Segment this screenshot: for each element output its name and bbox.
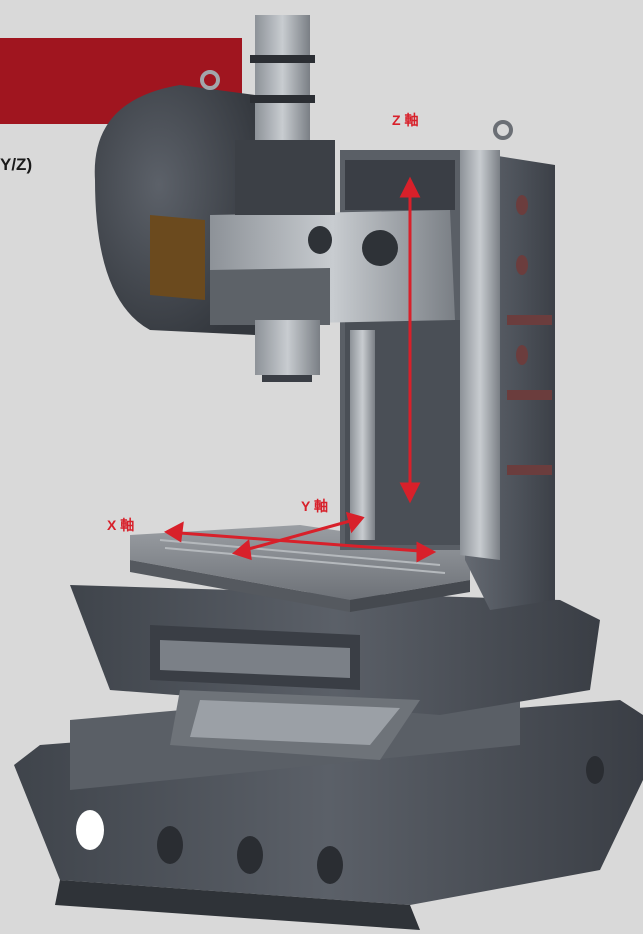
- axes-caption: Y/Z): [0, 155, 33, 174]
- x-axis-label: X 軸: [107, 517, 135, 533]
- z-axis-label: Z 軸: [392, 112, 419, 128]
- y-axis-label: Y 軸: [301, 498, 328, 514]
- machine-column: [340, 120, 555, 610]
- axis-arrows: [163, 176, 437, 563]
- machine-saddle: [70, 585, 600, 760]
- spindle-head: [210, 15, 455, 382]
